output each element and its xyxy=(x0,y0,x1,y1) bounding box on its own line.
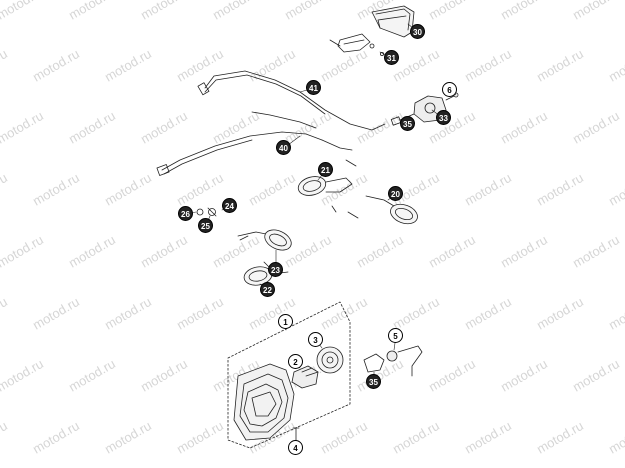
callout-26[interactable]: 26 xyxy=(178,206,193,221)
callout-33[interactable]: 33 xyxy=(436,110,451,125)
callout-35-upper[interactable]: 35 xyxy=(400,116,415,131)
callout-31[interactable]: 31 xyxy=(384,50,399,65)
headlight-socket xyxy=(363,345,423,377)
wiring-harness-lower xyxy=(156,131,353,176)
callout-35-lower[interactable]: 35 xyxy=(366,374,381,389)
callout-40[interactable]: 40 xyxy=(276,140,291,155)
callout-24[interactable]: 24 xyxy=(222,198,237,213)
callout-25[interactable]: 25 xyxy=(198,218,213,233)
callout-30[interactable]: 30 xyxy=(410,24,425,39)
callout-21[interactable]: 21 xyxy=(318,162,333,177)
callout-2[interactable]: 2 xyxy=(288,354,303,369)
callout-22[interactable]: 22 xyxy=(260,282,275,297)
callout-20[interactable]: 20 xyxy=(388,186,403,201)
tail-light-housing xyxy=(371,5,415,38)
headlight-screw xyxy=(292,427,300,441)
wiring-harness-upper xyxy=(197,70,386,131)
callout-41[interactable]: 41 xyxy=(306,80,321,95)
tail-light-bracket xyxy=(329,33,384,57)
callout-23[interactable]: 23 xyxy=(268,262,283,277)
callout-4[interactable]: 4 xyxy=(288,440,303,455)
turn-signal-rear-right xyxy=(347,195,418,225)
headlight-assembly xyxy=(227,301,351,449)
callout-1[interactable]: 1 xyxy=(278,314,293,329)
callout-3[interactable]: 3 xyxy=(308,332,323,347)
callout-6[interactable]: 6 xyxy=(442,82,457,97)
turn-signal-rear-left xyxy=(297,159,357,213)
leader-lines xyxy=(185,23,457,449)
turn-signal-front-left xyxy=(237,229,292,269)
turn-signal-small-parts xyxy=(196,207,249,241)
callout-5[interactable]: 5 xyxy=(388,328,403,343)
